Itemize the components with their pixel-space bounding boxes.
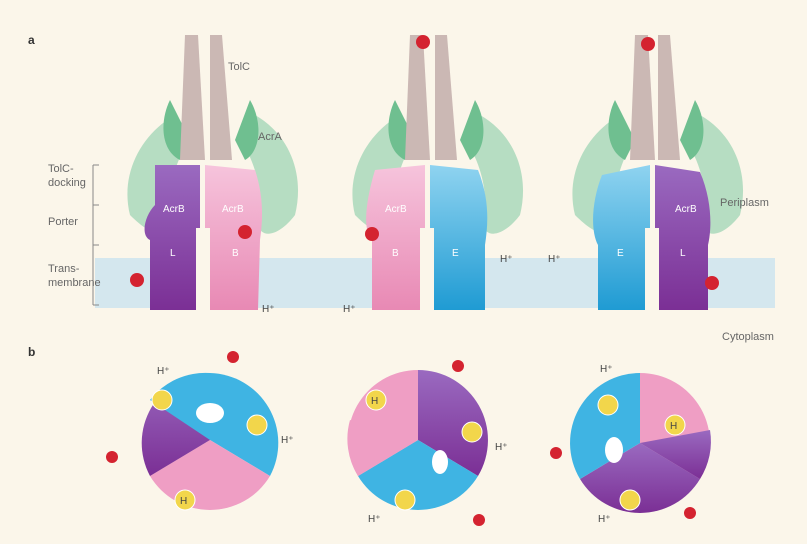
panel-b-label: b: [28, 345, 35, 359]
trimer-top-view-1: H H⁺ H⁺: [106, 351, 294, 510]
proton-label: H⁺: [157, 366, 170, 377]
trimer-top-view-2: H H⁺ H⁺: [347, 360, 507, 526]
proton-label: H⁺: [500, 254, 513, 265]
proton-label: H⁺: [343, 304, 356, 315]
proton-label: H⁺: [548, 254, 561, 265]
state-e-3: E: [617, 248, 624, 259]
panel-a-label: a: [28, 33, 35, 47]
drug-molecule: [106, 451, 118, 463]
drug-molecule: [227, 351, 239, 363]
drug-molecule: [130, 273, 144, 287]
acrb-label-1b: AcrB: [222, 204, 244, 215]
layer-labels: TolC- docking Porter Trans- membrane: [48, 163, 101, 305]
proton-label: H⁺: [600, 364, 613, 375]
periplasm-label: Periplasm: [720, 197, 769, 209]
proton-label: H⁺: [495, 442, 508, 453]
tolc-docking-label-2: docking: [48, 177, 86, 189]
proton-label: H⁺: [262, 304, 275, 315]
proton-symbol: H: [371, 396, 378, 407]
tolc-docking-label-1: TolC-: [48, 163, 74, 175]
drug-molecule: [473, 514, 485, 526]
state-e-2: E: [452, 248, 459, 259]
drug-molecule: [238, 225, 252, 239]
acrb-label-2: AcrB: [385, 204, 407, 215]
proton-label: H⁺: [281, 435, 294, 446]
cytoplasm-label: Cytoplasm: [722, 331, 774, 343]
proton-symbol: H: [180, 496, 187, 507]
state-b-1: B: [232, 248, 239, 259]
drug-molecule: [705, 276, 719, 290]
acra-label: AcrA: [258, 131, 283, 143]
drug-molecule: [550, 447, 562, 459]
trimer-top-view-3: H H⁺ H⁺: [550, 364, 711, 525]
transmembrane-label-2: membrane: [48, 277, 101, 289]
state-b-2: B: [392, 248, 399, 259]
acrb-label-1a: AcrB: [163, 204, 185, 215]
drug-molecule: [452, 360, 464, 372]
transmembrane-label-1: Trans-: [48, 263, 80, 275]
state-l-1: L: [170, 248, 176, 259]
drug-molecule: [416, 35, 430, 49]
acrb-label-3: AcrB: [675, 204, 697, 215]
proton-label: H⁺: [598, 514, 611, 525]
drug-molecule: [684, 507, 696, 519]
proton-symbol: H: [670, 421, 677, 432]
proton-label: H⁺: [368, 514, 381, 525]
state-l-3: L: [680, 248, 686, 259]
tolc-label: TolC: [228, 61, 250, 73]
drug-molecule: [641, 37, 655, 51]
porter-label: Porter: [48, 216, 78, 228]
drug-molecule: [365, 227, 379, 241]
